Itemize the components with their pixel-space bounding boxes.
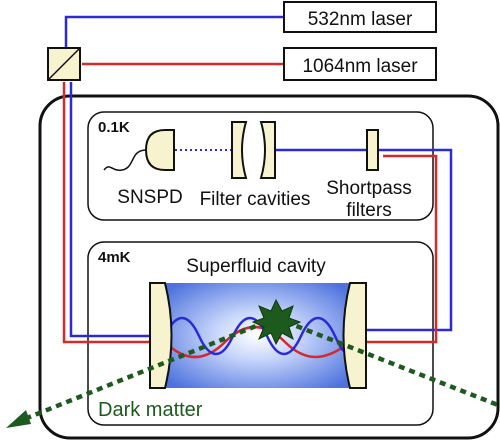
blue-standing-wave (165, 316, 350, 356)
dark-matter-label: Dark matter (98, 399, 203, 421)
stage-0.1K-label: 0.1K (98, 119, 130, 136)
snspd-label: SNSPD (117, 187, 182, 208)
green-laser-label: 532nm laser (308, 9, 413, 30)
ir-laser-label: 1064nm laser (302, 56, 418, 77)
beam-paths (62, 15, 453, 344)
shortpass-filter (366, 129, 379, 171)
red-beam-out (350, 154, 438, 344)
snspd-detector (103, 129, 175, 171)
green-laser-box (283, 1, 437, 33)
stage-4mK-box (87, 241, 434, 426)
interaction-star-icon (251, 298, 302, 346)
red-beam-down (62, 82, 165, 344)
shortpass-label-line1: Shortpass (326, 178, 412, 199)
ir-laser-box (283, 47, 437, 81)
cavity-mirror-right (342, 282, 367, 389)
cavity-mirrors (149, 282, 367, 389)
cryostat-outline (38, 94, 500, 440)
filter-cavity-mirrors (231, 121, 276, 179)
superfluid-region (165, 283, 350, 388)
cavity-mirror-left (149, 282, 173, 389)
blue-beam-down (69, 82, 165, 338)
blue-beam-laser-to-splitter (64, 15, 283, 48)
shortpass-label-line2: filters (346, 200, 391, 221)
stage-4mK-label: 4mK (98, 249, 131, 266)
beam-splitter (47, 47, 81, 81)
dark-matter-arrowhead (6, 410, 31, 428)
stage-0.1K-box (87, 111, 434, 221)
blue-beam-out (350, 148, 453, 332)
filter-cavities-label: Filter cavities (200, 189, 311, 210)
dark-matter-track (21, 315, 499, 423)
superfluid-cavity-label: Superfluid cavity (186, 256, 326, 277)
